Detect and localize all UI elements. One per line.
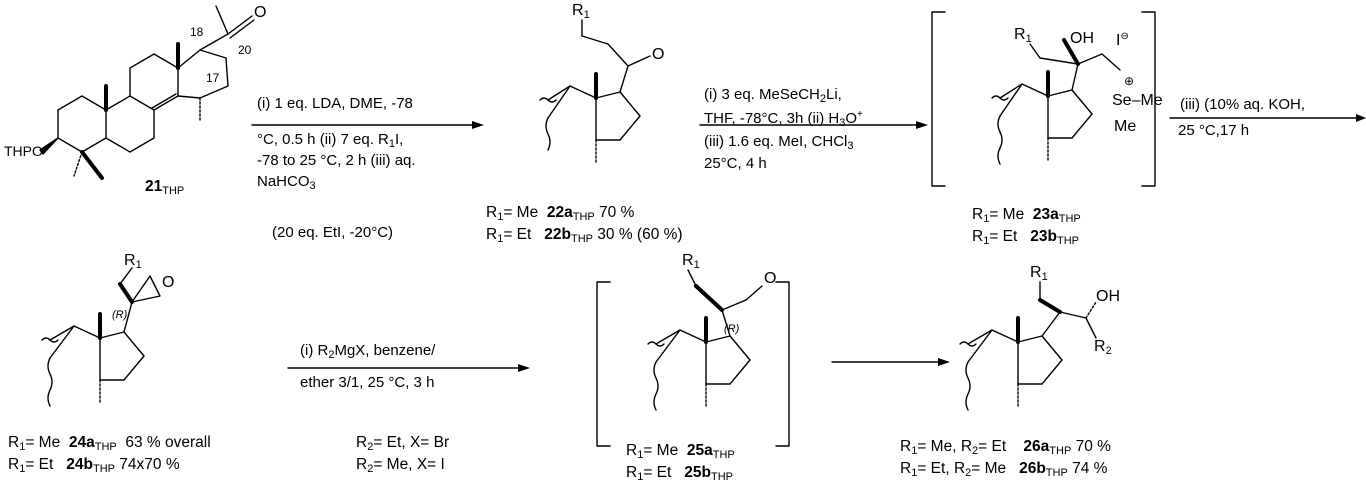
step3-condition-line2: 25 °C,17 h (1178, 122, 1250, 139)
arrowheads (472, 114, 1366, 372)
step3-condition-line1: (iii) (10% aq. KOH, (1180, 96, 1306, 113)
step1-condition-line4: NaHCO3 (257, 173, 316, 192)
ketone-oxygen-21: O (254, 4, 267, 21)
step2-condition-line3: (iii) 1.6 eq. MeI, CHCl3 (704, 133, 854, 152)
compound-22a-line: R1= Me 22aTHP 70 % (486, 204, 635, 223)
ketone-oxygen-22: O (652, 46, 665, 63)
hydroxyl-26: OH (1096, 288, 1120, 305)
compound-26b-line: R1= Et, R2= Me 26bTHP 74 % (900, 460, 1108, 479)
step2-condition-line1: (i) 3 eq. MeSeCH2Li, (704, 86, 842, 105)
stereo-r-25: (R) (724, 323, 740, 335)
stereo-r-24: (R) (112, 309, 128, 321)
step4-condition-line1: (i) R2MgX, benzene/ (300, 342, 436, 361)
step2-condition-line4: 25°C, 4 h (704, 155, 767, 172)
aldehyde-oxygen: O (764, 270, 777, 287)
step4-condition-line2: ether 3/1, 25 °C, 3 h (300, 374, 435, 391)
compound-21-structure (39, 5, 255, 180)
r1-group-25: R1 (682, 252, 700, 272)
epoxide-oxygen: O (162, 274, 175, 291)
compound-24b-line: R1= Et 24bTHP 74x70 % (8, 456, 180, 475)
r1-group-22: R1 (572, 2, 590, 22)
step1-note: (20 eq. EtI, -20°C) (272, 224, 394, 241)
iodide-anion: I⊖ (1116, 31, 1129, 49)
compound-21-label: 21THP (145, 178, 185, 197)
step4-r2-me-condition: R2= Me, X= I (356, 456, 445, 475)
compound-26-structure (959, 281, 1097, 411)
compound-25-structure (596, 269, 790, 447)
selenium-second-methyl: Me (1114, 118, 1137, 135)
compound-25b-line: R1= Et 25bTHP (626, 464, 733, 483)
compound-23b-line: R1= Et 23bTHP (972, 228, 1079, 247)
r1-group-23: R1 (1014, 26, 1032, 46)
carbon-20-label: 20 (238, 43, 252, 57)
compound-25a-line: R1= Me 25aTHP (626, 442, 735, 461)
hydroxyl-23: OH (1070, 30, 1094, 47)
selenonium-charge: ⊕ (1124, 74, 1135, 88)
compound-23a-line: R1= Me 23aTHP (972, 206, 1081, 225)
compound-24-structure (41, 267, 161, 407)
carbon-18-label: 18 (190, 25, 204, 39)
step1-condition-line3: -78 to 25 °C, 2 h (iii) aq. (257, 152, 416, 169)
compound-23-structure (931, 11, 1156, 187)
reaction-arrows (251, 117, 1361, 369)
compound-22b-line: R1= Et 22bTHP 30 % (60 %) (486, 226, 683, 245)
r2-group-26: R2 (1094, 338, 1112, 358)
carbon-17-label: 17 (206, 71, 220, 85)
step2-condition-line2: THF, -78°C, 3h (ii) H3O+ (704, 109, 863, 129)
r1-group-26: R1 (1030, 264, 1048, 284)
compound-24a-line: R1= Me 24aTHP 63 % overall (8, 434, 211, 453)
compound-26a-line: R1= Me, R2= Et 26aTHP 70 % (900, 438, 1111, 457)
thpo-label: THPO (4, 143, 43, 159)
step4-r2-et-condition: R2= Et, X= Br (356, 434, 450, 453)
step1-condition-line2: °C, 0.5 h (ii) 7 eq. R1I, (257, 131, 404, 150)
r1-group-24: R1 (124, 252, 142, 272)
compound-22-structure (539, 19, 651, 163)
step1-condition-line1: (i) 1 eq. LDA, DME, -78 (257, 95, 413, 112)
selenium-methyl: Se–Me (1112, 92, 1163, 109)
